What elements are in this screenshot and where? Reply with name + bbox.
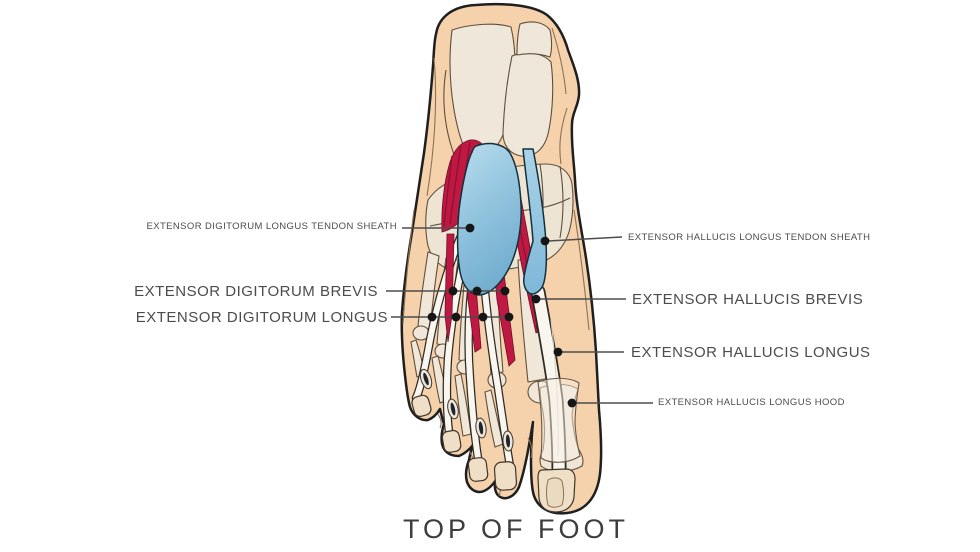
label-extensor-hallucis-longus-tendon-sheath: EXTENSOR HALLUCIS LONGUS TENDON SHEATH [628,232,871,243]
talus-bone [502,52,554,157]
extensor-digitorum-longus-tendon-sheath [456,142,522,296]
extensor-hallucis-longus-tendon-sheath [522,148,548,295]
label-extensor-digitorum-longus: EXTENSOR DIGITORUM LONGUS [135,309,388,326]
label-extensor-digitorum-longus-tendon-sheath: EXTENSOR DIGITORUM LONGUS TENDON SHEATH [146,221,397,232]
distal-phalanx-slits [419,368,514,452]
label-extensor-hallucis-longus-hood: EXTENSOR HALLUCIS LONGUS HOOD [658,397,845,408]
big-toenail-plate [546,477,564,508]
fibula-bone [516,21,553,58]
callout-lines [386,227,653,404]
extensor-digitorum-brevis-slip [444,233,455,343]
callout-dots [427,223,577,408]
label-extensor-digitorum-brevis: EXTENSOR DIGITORUM BREVIS [134,283,378,300]
label-extensor-hallucis-longus: EXTENSOR HALLUCIS LONGUS [631,344,871,361]
label-extensor-hallucis-brevis: EXTENSOR HALLUCIS BREVIS [632,291,864,308]
tendon-sheaths [456,142,548,296]
toenails [411,394,576,513]
page-title: TOP OF FOOT [402,514,630,544]
extensor-hallucis-longus-hood [537,377,581,463]
